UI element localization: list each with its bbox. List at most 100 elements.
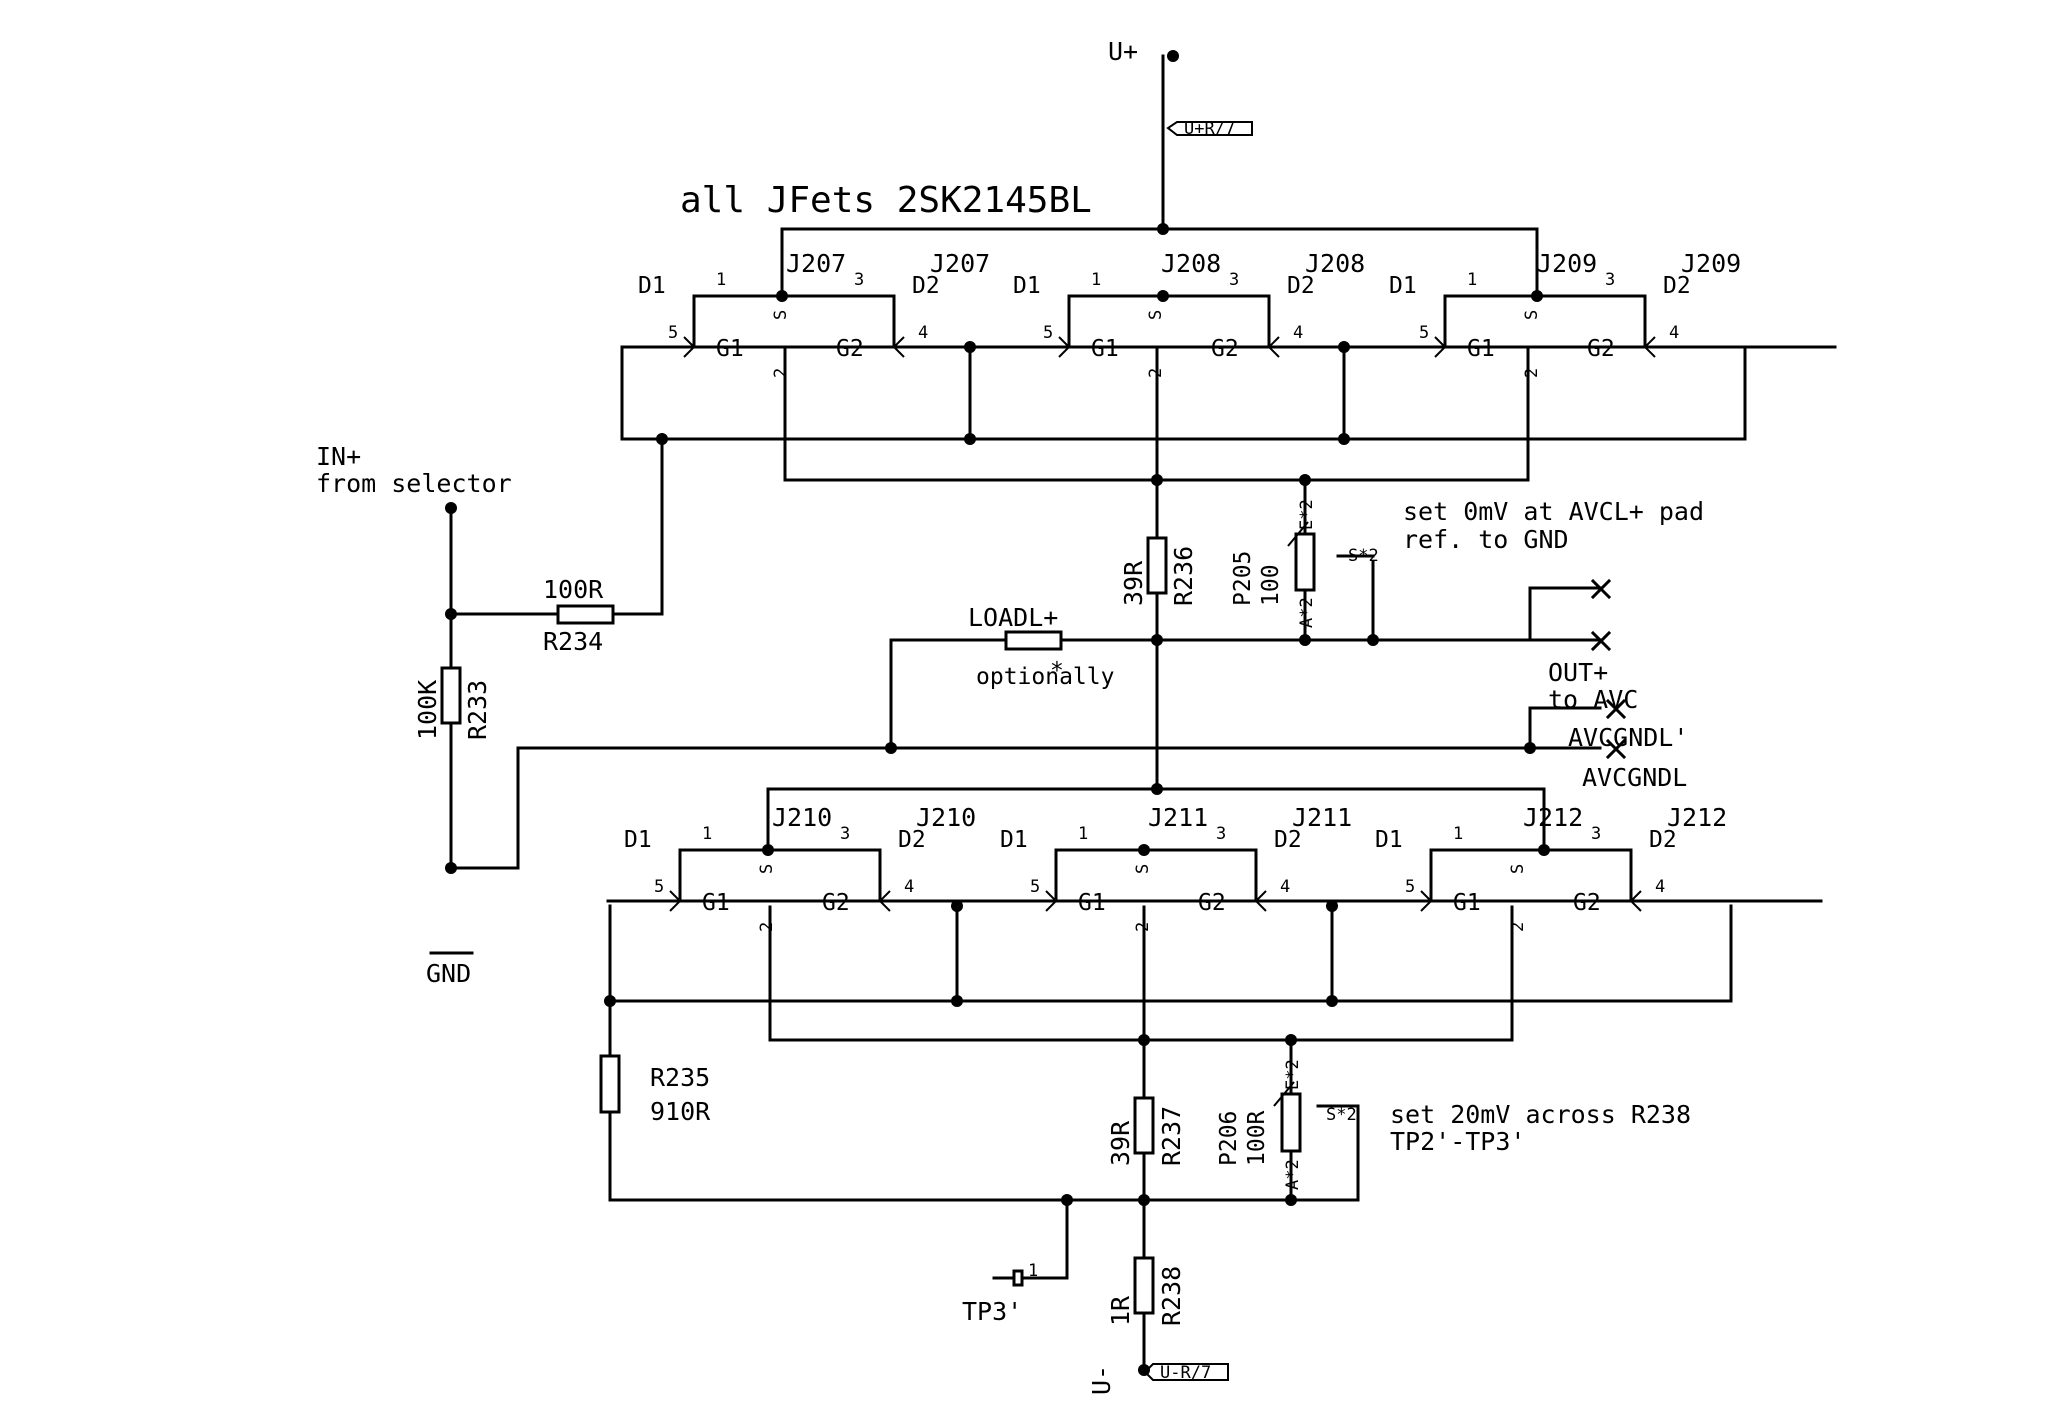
pin-number-3: 3 xyxy=(1229,270,1239,290)
p206-end-a: A*2 xyxy=(1283,1159,1303,1190)
out-dest-label: to AVC xyxy=(1548,685,1638,714)
resistor-r237: 39R R237 xyxy=(1106,1096,1186,1166)
pin-d1: D1 xyxy=(1013,273,1041,299)
p206-note-line2: TP2'-TP3' xyxy=(1390,1127,1525,1156)
jfet-ref: J209 xyxy=(1537,249,1597,278)
input-source-label: from selector xyxy=(316,469,512,498)
pin-d2: D2 xyxy=(1663,273,1691,299)
input-label: IN+ xyxy=(316,442,361,471)
jfet-ref: J209 xyxy=(1681,249,1741,278)
pin-d1: D1 xyxy=(624,827,652,853)
p206-name: P206 xyxy=(1216,1111,1242,1166)
pin-s: S xyxy=(1508,864,1528,874)
jfet-ref: J210 xyxy=(916,803,976,832)
r237-value: 39R xyxy=(1106,1120,1135,1166)
tp3-label: TP3' xyxy=(962,1297,1022,1326)
p206-end-e: E*2 xyxy=(1283,1059,1303,1090)
ground-label: GND xyxy=(426,959,471,988)
jfet-ref: J207 xyxy=(786,249,846,278)
pin-g2: G2 xyxy=(836,336,864,362)
pin-s: S xyxy=(1146,310,1166,320)
p205-end-e: E*2 xyxy=(1297,499,1317,530)
resistor-r234: 100R R234 xyxy=(543,575,615,656)
pin-number-3: 3 xyxy=(854,270,864,290)
potentiometer-p205: P205 100 E*2 S*2 A*2 xyxy=(1230,499,1379,628)
pin-number-1: 1 xyxy=(1453,824,1463,844)
r235-name: R235 xyxy=(650,1063,710,1092)
pin-g1: G1 xyxy=(1453,890,1481,916)
pin-g1: G1 xyxy=(1091,336,1119,362)
pin-number-1: 1 xyxy=(716,270,726,290)
pin-number-4: 4 xyxy=(1293,323,1303,343)
p205-note-line1: set 0mV at AVCL+ pad xyxy=(1403,497,1704,526)
supply-pos-label: U+ xyxy=(1108,37,1138,66)
r237-name: R237 xyxy=(1157,1106,1186,1166)
connector-marks xyxy=(1590,578,1627,760)
loadl-name: LOADL+ xyxy=(968,603,1058,632)
pin-d1: D1 xyxy=(1000,827,1028,853)
resistor-loadl: LOADL+ optionally * xyxy=(968,603,1114,690)
p205-end-a: A*2 xyxy=(1297,597,1317,628)
pin-number-5: 5 xyxy=(654,877,664,897)
pin-s: S xyxy=(1133,864,1153,874)
avcgndl-prime-label: AVCGNDL' xyxy=(1568,723,1688,752)
pin-s: S xyxy=(1522,310,1542,320)
r233-value: 100K xyxy=(413,680,442,740)
p206-note-line1: set 20mV across R238 xyxy=(1390,1100,1691,1129)
r235-value: 910R xyxy=(650,1097,711,1126)
r238-value: 1R xyxy=(1106,1295,1135,1326)
resistor-r233: 100K R233 xyxy=(413,666,492,740)
jfet-ref: J208 xyxy=(1305,249,1365,278)
pin-d1: D1 xyxy=(638,273,666,299)
r236-value: 39R xyxy=(1119,560,1148,606)
pin-number-1: 1 xyxy=(702,824,712,844)
resistor-r238: 1R R238 xyxy=(1106,1256,1186,1326)
pin-number-5: 5 xyxy=(1043,323,1053,343)
pin-number-2: 2 xyxy=(1133,922,1153,932)
jfet-ref: J212 xyxy=(1523,803,1583,832)
jfet-ref: J212 xyxy=(1667,803,1727,832)
pin-number-2: 2 xyxy=(1146,368,1166,378)
pin-number-5: 5 xyxy=(1405,877,1415,897)
pin-d2: D2 xyxy=(1274,827,1302,853)
pin-d2: D2 xyxy=(912,273,940,299)
r233-name: R233 xyxy=(463,680,492,740)
pin-d2: D2 xyxy=(1649,827,1677,853)
pin-number-2: 2 xyxy=(1522,368,1542,378)
ground-symbol: GND xyxy=(426,951,474,988)
pin-number-2: 2 xyxy=(771,368,791,378)
pin-number-4: 4 xyxy=(1280,877,1290,897)
p205-value: 100 xyxy=(1258,564,1284,606)
pin-number-1: 1 xyxy=(1078,824,1088,844)
supply-positive: U+ U+R/7 xyxy=(1108,37,1253,139)
p205-wiper-s: S*2 xyxy=(1348,546,1379,566)
pin-number-3: 3 xyxy=(840,824,850,844)
jfet-ref: J207 xyxy=(930,249,990,278)
pin-number-5: 5 xyxy=(1030,877,1040,897)
pin-number-4: 4 xyxy=(918,323,928,343)
avcgndl-label: AVCGNDL xyxy=(1582,763,1687,792)
supply-neg-tag: U-R/7 xyxy=(1160,1363,1211,1383)
pin-g2: G2 xyxy=(1211,336,1239,362)
pin-number-3: 3 xyxy=(1605,270,1615,290)
pin-g1: G1 xyxy=(702,890,730,916)
pin-number-4: 4 xyxy=(904,877,914,897)
jfet-ref: J208 xyxy=(1161,249,1221,278)
jfet-type-note: all JFets 2SK2145BL xyxy=(680,180,1092,221)
r234-value: 100R xyxy=(543,575,604,604)
pin-number-5: 5 xyxy=(668,323,678,343)
pin-number-5: 5 xyxy=(1419,323,1429,343)
out-label: OUT+ xyxy=(1548,658,1608,687)
p205-note-line2: ref. to GND xyxy=(1403,525,1569,554)
tp3-pin: 1 xyxy=(1028,1261,1038,1281)
supply-negative: U- U-R/7 xyxy=(1087,1363,1229,1395)
pin-g2: G2 xyxy=(822,890,850,916)
supply-neg-label: U- xyxy=(1087,1365,1116,1395)
